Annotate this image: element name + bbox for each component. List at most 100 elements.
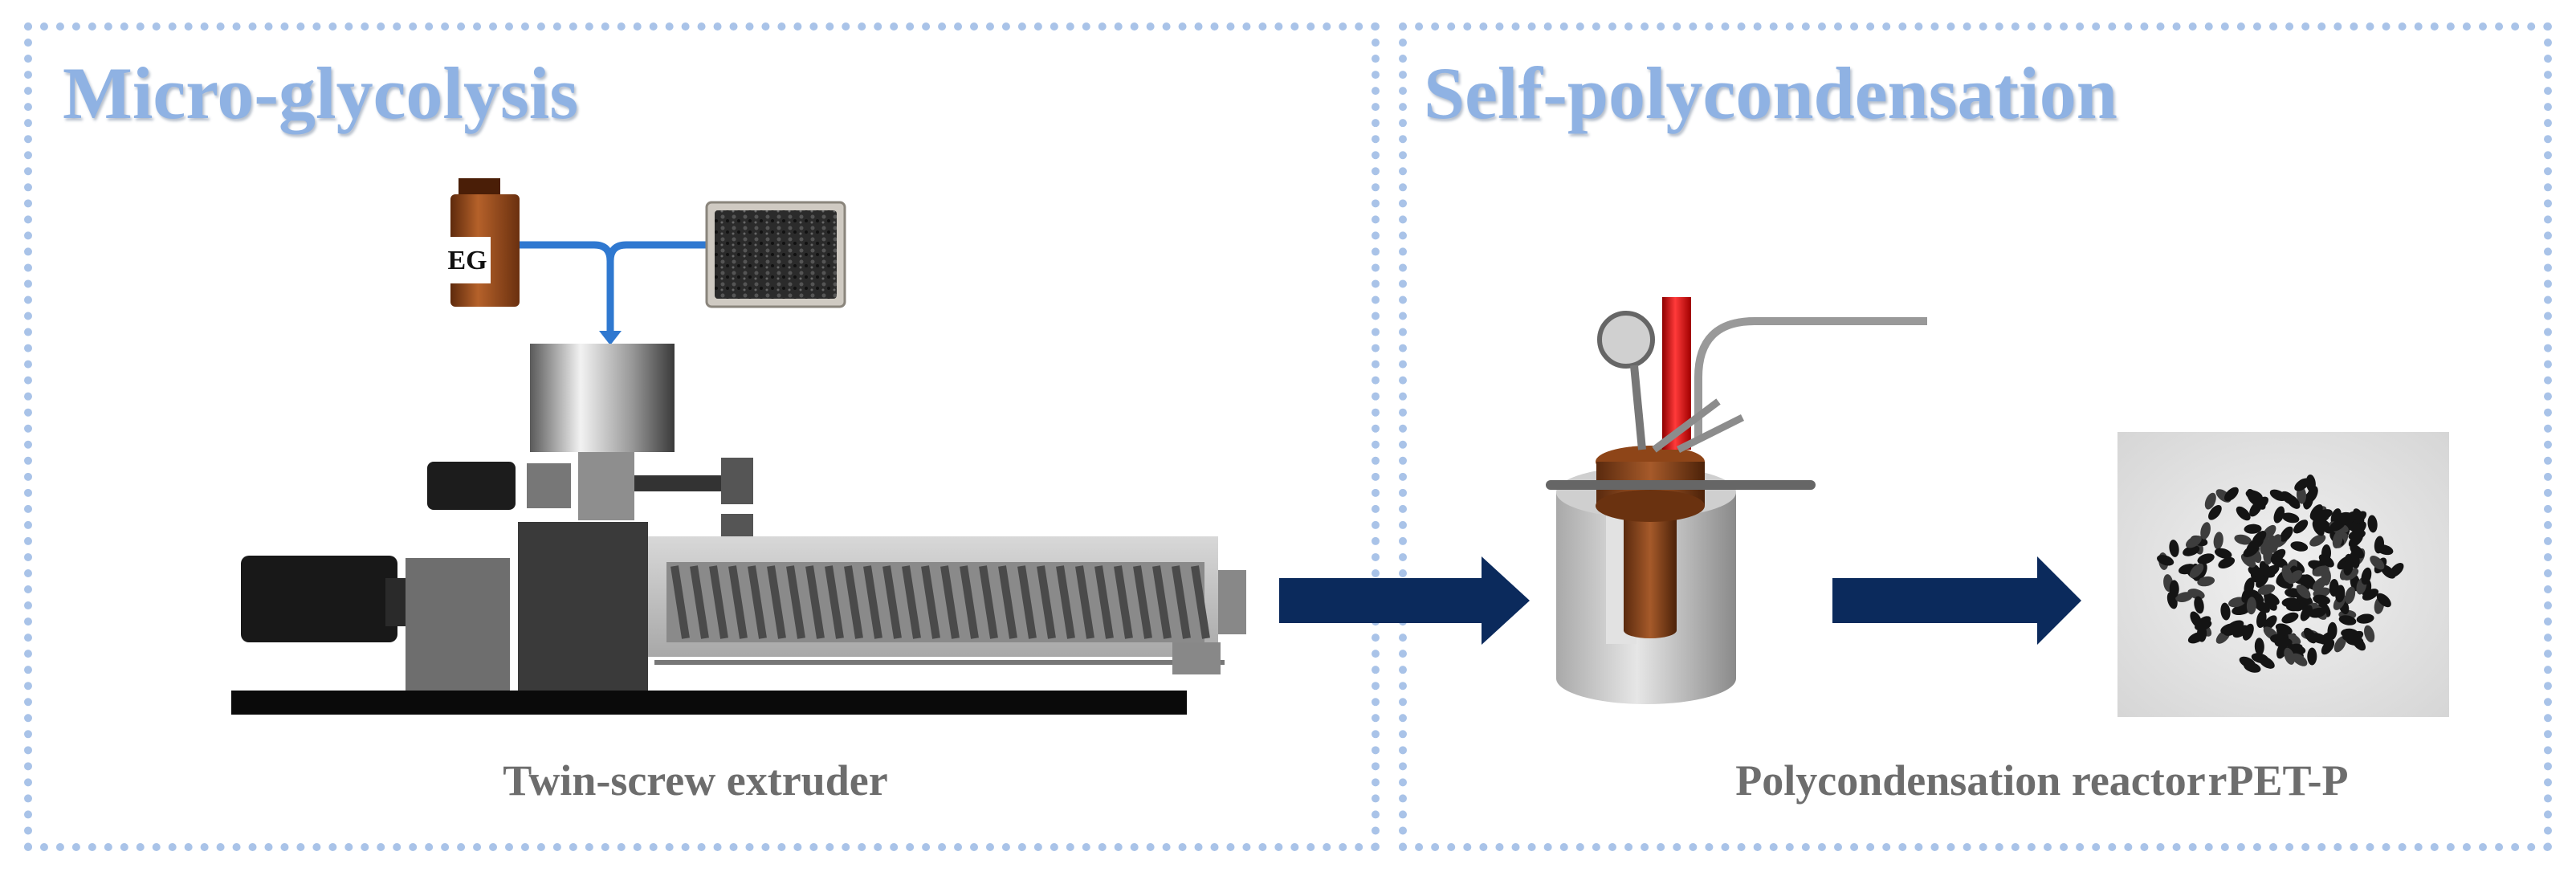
pellet — [2257, 584, 2276, 595]
pellet — [2348, 529, 2366, 540]
pellet — [2351, 511, 2367, 525]
self-polycondensation-panel — [1399, 22, 2552, 851]
reactor-caption: Polycondensation reactor — [1735, 756, 2206, 805]
pellet — [2220, 602, 2231, 621]
pellet — [2157, 555, 2175, 566]
pellet — [2370, 556, 2385, 570]
pellet — [2208, 504, 2222, 520]
pellet — [2309, 534, 2326, 547]
pellet — [2189, 563, 2204, 578]
pellet — [2259, 656, 2275, 669]
process-arrow-icon — [1832, 556, 2081, 645]
pellet — [2329, 579, 2339, 597]
pellet — [2183, 545, 2200, 556]
pellet — [2367, 515, 2378, 533]
micro-glycolysis-title: Micro-glycolysis — [63, 52, 579, 134]
pellet — [2321, 639, 2335, 655]
pellet — [2293, 519, 2309, 534]
pellet — [2234, 534, 2252, 545]
pellet — [2273, 506, 2285, 524]
pellet — [2333, 636, 2346, 653]
pellet — [2169, 540, 2179, 557]
pellet — [2286, 494, 2301, 509]
pellet — [2187, 589, 2205, 600]
pellet — [2374, 536, 2385, 554]
rpet-pellets-icon — [2117, 432, 2449, 717]
pellet — [2213, 532, 2223, 550]
pellet — [2361, 567, 2372, 585]
pellet — [2380, 564, 2396, 579]
eg-bottle-icon: EG — [444, 178, 520, 307]
pellet — [2245, 490, 2263, 501]
pellet — [2315, 509, 2333, 520]
pellet — [2307, 647, 2317, 666]
pellet — [2345, 586, 2356, 605]
pellet — [2236, 506, 2251, 521]
pellet — [2281, 612, 2299, 624]
pellet — [2296, 585, 2311, 599]
pellet — [2310, 633, 2328, 644]
pellet — [2218, 557, 2236, 568]
pellet — [2185, 536, 2202, 548]
pellet — [2194, 596, 2204, 614]
pellet — [2232, 625, 2249, 638]
pellet — [2329, 519, 2346, 532]
pellet — [2246, 597, 2256, 615]
pellet — [2204, 492, 2216, 510]
pellet — [2244, 662, 2261, 673]
pellet — [2270, 548, 2286, 563]
pellet — [2290, 541, 2309, 552]
pellet — [2306, 486, 2318, 503]
pellet — [2376, 593, 2391, 608]
pellet — [2195, 620, 2212, 631]
eg-bottle-label: EG — [447, 246, 487, 275]
pellet — [2309, 607, 2326, 618]
pellet — [2338, 615, 2357, 625]
pellet — [2254, 600, 2270, 613]
pellet — [2249, 589, 2264, 604]
pellet — [2248, 537, 2264, 551]
pellet — [2318, 554, 2334, 568]
pellet — [2294, 478, 2310, 491]
pellet — [2275, 623, 2293, 635]
extruder-caption: Twin-screw extruder — [503, 756, 888, 805]
pellet — [2350, 544, 2365, 559]
process-arrow-icon — [1279, 556, 1530, 645]
pellet — [2318, 519, 2333, 534]
pet-flakes-tray-icon — [705, 201, 846, 308]
pellet — [2327, 621, 2338, 640]
pellet — [2312, 519, 2325, 536]
pellet — [2169, 580, 2179, 598]
pellet — [2263, 564, 2280, 577]
pellet — [2220, 623, 2238, 634]
pellet — [2228, 597, 2246, 608]
pellet — [2292, 653, 2308, 666]
pellet — [2364, 625, 2375, 643]
polycondensation-reactor-icon — [1546, 297, 1927, 704]
pellet — [2244, 524, 2262, 534]
pellet — [2280, 526, 2293, 542]
self-polycondensation-title: Self-polycondensation — [1424, 52, 2117, 134]
product-caption: rPET-P — [2207, 756, 2349, 805]
pellet — [2223, 487, 2239, 502]
pellet — [2342, 511, 2358, 526]
pellet — [2214, 548, 2232, 559]
pellet — [2281, 512, 2300, 524]
pellet — [2256, 610, 2267, 629]
feed-arrow-icon — [599, 331, 622, 345]
pellet — [2284, 647, 2295, 665]
pellet — [2240, 553, 2256, 568]
pellet — [2233, 605, 2251, 616]
pellet — [2269, 489, 2287, 502]
pellet — [2343, 558, 2354, 576]
pellet — [2313, 594, 2330, 605]
pellet — [2281, 597, 2300, 608]
pellet — [2274, 638, 2293, 648]
micro-glycolysis-panel — [24, 22, 1380, 851]
pellet — [2281, 565, 2293, 583]
pellet — [2197, 576, 2215, 587]
pellet — [2263, 615, 2277, 630]
twin-screw-extruder-icon — [231, 344, 1246, 715]
pellet — [2332, 531, 2343, 549]
